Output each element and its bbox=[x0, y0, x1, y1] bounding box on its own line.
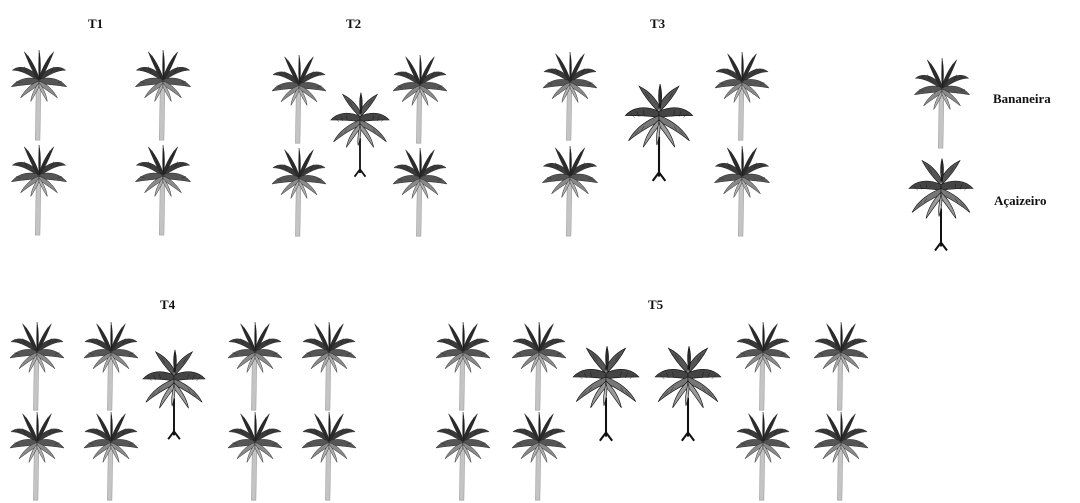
legend-acai-label: Açaizeiro bbox=[994, 193, 1046, 209]
banana-tree-icon bbox=[434, 322, 492, 412]
banana-tree-icon bbox=[812, 412, 870, 502]
banana-tree-icon bbox=[710, 52, 774, 142]
banana-tree-icon bbox=[734, 322, 792, 412]
banana-tree-icon bbox=[538, 146, 602, 238]
banana-tree-icon bbox=[710, 146, 774, 238]
label-t1: T1 bbox=[88, 16, 103, 32]
banana-tree-icon bbox=[82, 412, 140, 502]
banana-tree-icon bbox=[393, 148, 447, 238]
banana-tree-icon bbox=[10, 145, 68, 237]
acai-palm-icon bbox=[140, 348, 208, 444]
banana-tree-icon bbox=[510, 322, 568, 412]
banana-tree-icon bbox=[134, 145, 192, 237]
banana-tree-icon bbox=[226, 412, 284, 502]
acai-palm-icon bbox=[906, 158, 976, 254]
label-t2: T2 bbox=[346, 16, 361, 32]
banana-tree-icon bbox=[272, 148, 326, 238]
acai-palm-icon bbox=[328, 88, 392, 184]
banana-tree-icon bbox=[538, 52, 602, 142]
banana-tree-icon bbox=[510, 412, 568, 502]
banana-tree-icon bbox=[82, 322, 140, 412]
label-t4: T4 bbox=[160, 297, 175, 313]
banana-tree-icon bbox=[8, 412, 66, 502]
banana-tree-icon bbox=[134, 50, 192, 142]
label-t3: T3 bbox=[650, 16, 665, 32]
banana-tree-icon bbox=[226, 322, 284, 412]
banana-tree-icon bbox=[913, 58, 971, 150]
acai-palm-icon bbox=[652, 346, 724, 444]
banana-tree-icon bbox=[434, 412, 492, 502]
legend-banana-label: Bananeira bbox=[993, 91, 1051, 107]
banana-tree-icon bbox=[300, 322, 358, 412]
banana-tree-icon bbox=[734, 412, 792, 502]
banana-tree-icon bbox=[8, 322, 66, 412]
acai-palm-icon bbox=[617, 84, 701, 184]
banana-tree-icon bbox=[272, 55, 326, 145]
banana-tree-icon bbox=[393, 55, 447, 145]
banana-tree-icon bbox=[300, 412, 358, 502]
banana-tree-icon bbox=[10, 50, 68, 142]
acai-palm-icon bbox=[570, 346, 642, 444]
label-t5: T5 bbox=[648, 297, 663, 313]
banana-tree-icon bbox=[812, 322, 870, 412]
